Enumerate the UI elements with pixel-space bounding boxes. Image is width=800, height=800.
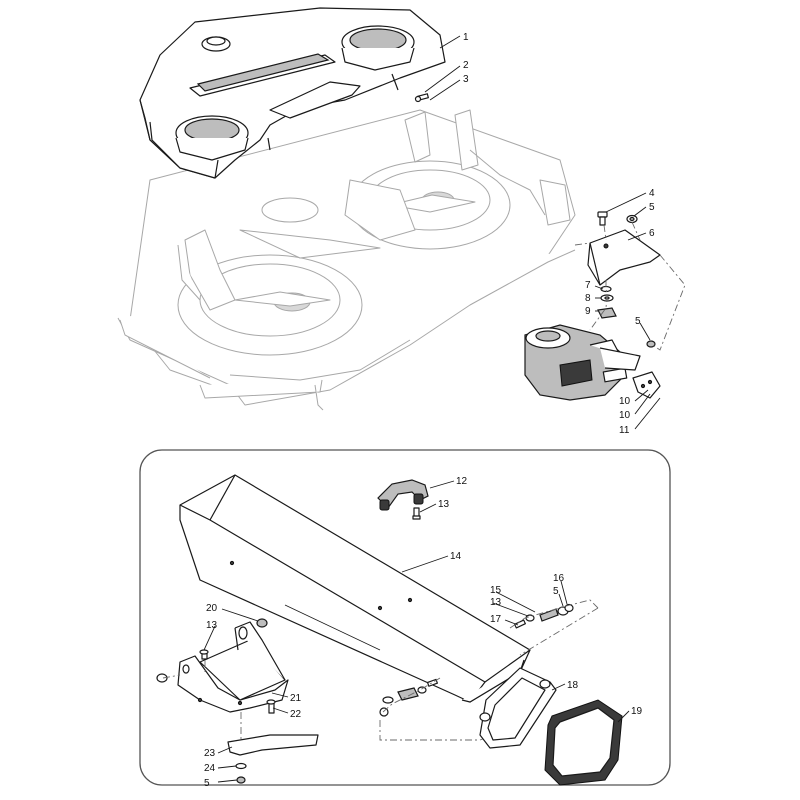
callout-20: 20: [206, 603, 218, 614]
screw-2-3: [414, 93, 429, 103]
callout-14: 14: [450, 551, 462, 562]
bolt-4: [597, 211, 608, 226]
callout-6: 6: [649, 228, 655, 239]
seal-19: [544, 699, 623, 786]
washer-24: [235, 762, 247, 770]
callout-7: 7: [585, 280, 591, 291]
callout-10-b: 10: [619, 410, 631, 421]
callout-5-c: 5: [553, 586, 559, 597]
callout-5-b: 5: [635, 316, 641, 327]
callout-22: 22: [290, 709, 302, 720]
callout-8: 8: [585, 293, 591, 304]
callout-3: 3: [463, 74, 469, 85]
handle-12: [377, 479, 429, 511]
hardware-left: [379, 678, 438, 717]
callout-labels: 1 2 3 4 5 6 7 8 9 5 10 10 11 12 13 14 16…: [204, 32, 655, 789]
nut-left: [156, 673, 168, 683]
callout-9: 9: [585, 306, 591, 317]
callout-13-b: 13: [490, 597, 502, 608]
mower-deck: [117, 109, 576, 411]
callout-10-a: 10: [619, 396, 631, 407]
nut-20: [256, 618, 268, 628]
callout-19: 19: [631, 706, 643, 717]
plate-23: [227, 734, 319, 756]
callout-12: 12: [456, 476, 468, 487]
screw-13c: [199, 649, 209, 660]
callout-5: 5: [649, 202, 655, 213]
callout-16: 16: [553, 573, 565, 584]
callout-18: 18: [567, 680, 579, 691]
bracket-21: [177, 621, 289, 713]
clip-9: [597, 307, 617, 319]
callout-17: 17: [490, 614, 502, 625]
deck-cover: [139, 7, 446, 179]
hardware-15-17: [514, 603, 574, 629]
discharge-chute: [179, 474, 531, 703]
inset-frame: [139, 449, 671, 786]
callout-5-d: 5: [204, 778, 210, 789]
bracket-10-11: [632, 371, 661, 399]
gearbox: [524, 324, 641, 401]
callout-2: 2: [463, 60, 469, 71]
nut-5b: [646, 340, 656, 348]
callout-1: 1: [463, 32, 469, 43]
callout-21: 21: [290, 693, 302, 704]
callout-15: 15: [490, 585, 502, 596]
gasket-18: [479, 667, 557, 749]
callout-11: 11: [619, 425, 630, 436]
callout-24: 24: [204, 763, 216, 774]
nut-5d: [236, 776, 246, 784]
screw-22: [266, 699, 276, 714]
screw-13a: [412, 507, 421, 520]
callout-23: 23: [204, 748, 216, 759]
callout-13-a: 13: [438, 499, 450, 510]
leader-lines: [203, 35, 661, 783]
nut-5a: [626, 214, 638, 224]
callout-13-c: 13: [206, 620, 218, 631]
callout-4: 4: [649, 188, 655, 199]
shield-6: [587, 229, 661, 286]
